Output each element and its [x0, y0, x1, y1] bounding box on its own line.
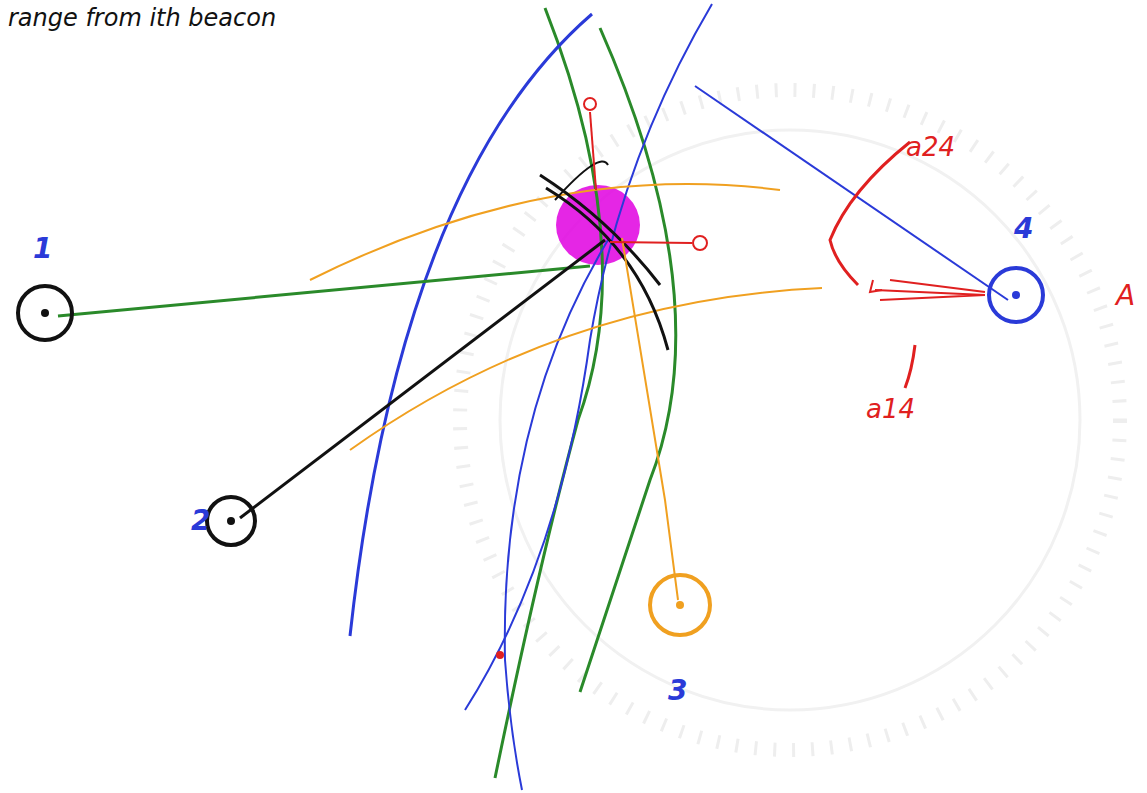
- beacon-number: 3: [668, 677, 687, 705]
- angle-label: a14: [866, 396, 915, 422]
- note-text: range from ith beacon: [8, 6, 276, 30]
- beacon-outline: [205, 495, 257, 547]
- beacon-circle: 1: [16, 284, 74, 342]
- beacon-number: 4: [1014, 215, 1033, 243]
- point-label: A: [1116, 282, 1135, 310]
- angle-label: a24: [906, 134, 955, 160]
- beacon-number: 2: [191, 507, 210, 535]
- beacon-circle: 4: [987, 266, 1045, 324]
- beacon-number: 1: [33, 235, 52, 263]
- beacon-outline: [16, 284, 74, 342]
- beacon-circle: 2: [205, 495, 257, 547]
- beacon-outline: [648, 573, 712, 637]
- beacon-outline: [987, 266, 1045, 324]
- beacon-circle: 3: [648, 573, 712, 637]
